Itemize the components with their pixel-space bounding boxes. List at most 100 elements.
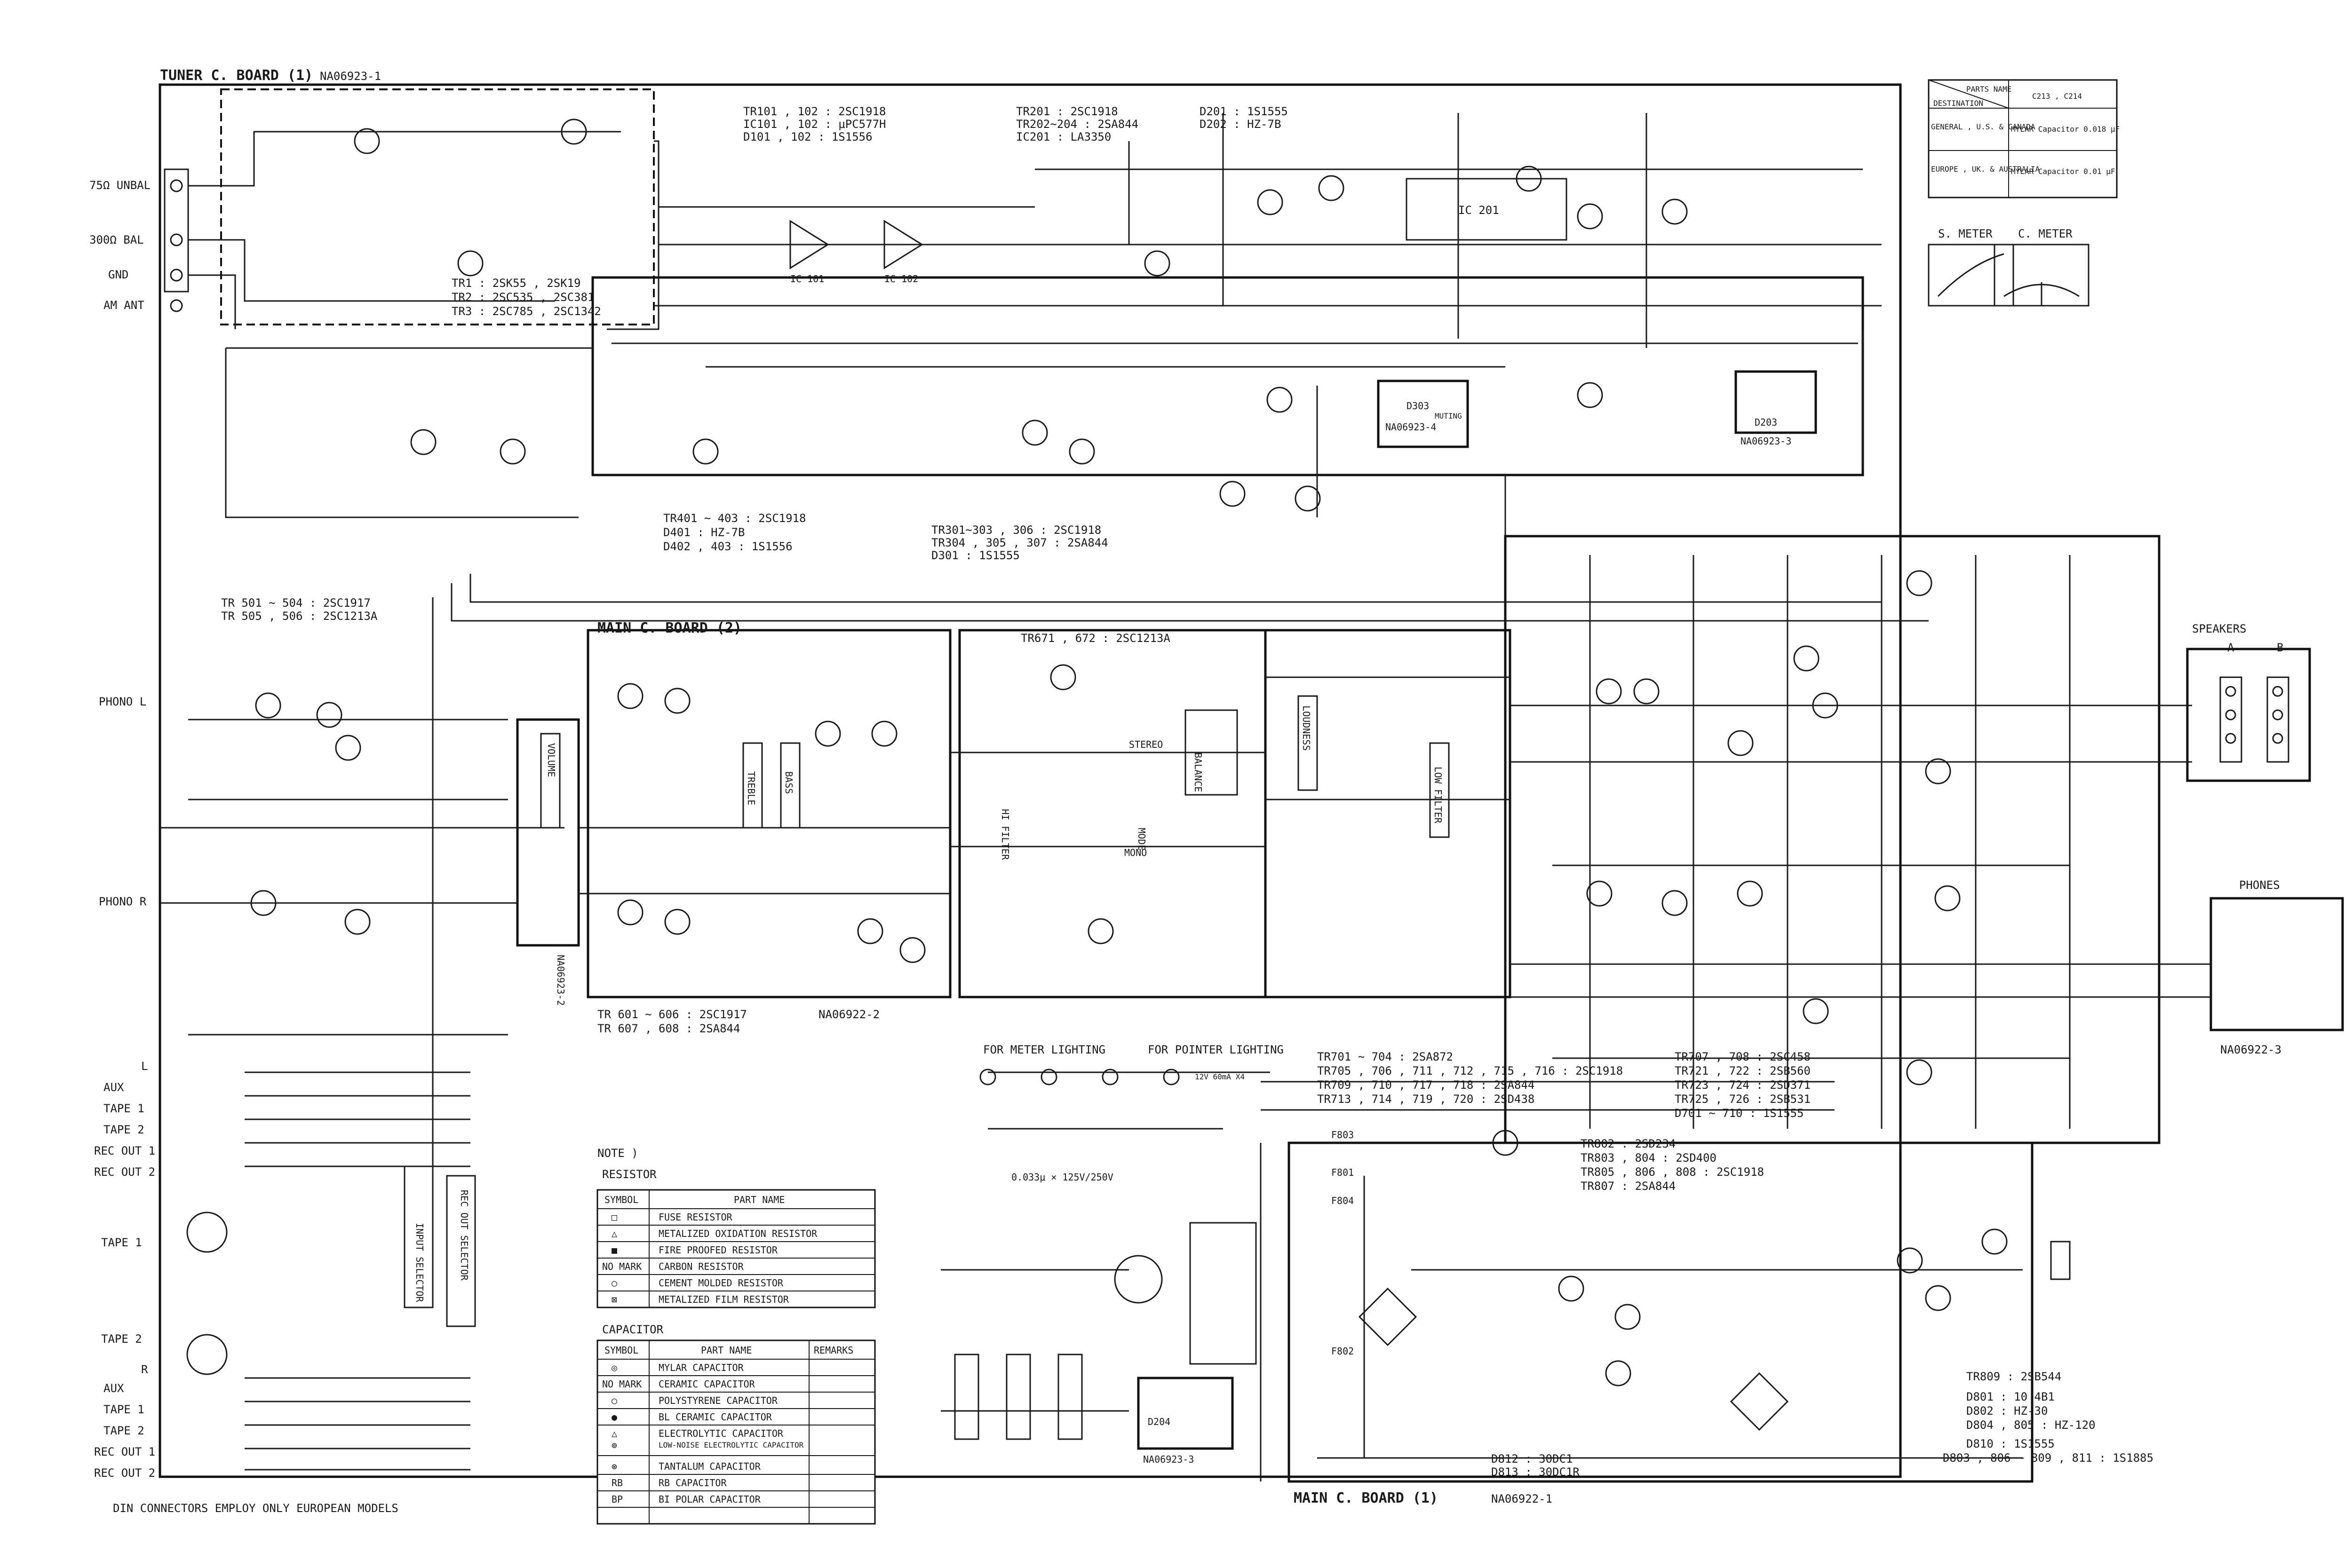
tr-note-am-1: TR401 ~ 403 : 2SC1918 bbox=[663, 512, 806, 525]
c-meter-label: C. METER bbox=[2018, 227, 2073, 240]
control-rec-out-selector: REC OUT SELECTOR bbox=[459, 1190, 470, 1281]
board-label-main-1: MAIN C. BOARD (1) bbox=[1294, 1490, 1438, 1506]
speakers-terminal-box bbox=[2186, 648, 2311, 782]
tr-note-supply-2: TR803 , 804 : 2SD400 bbox=[1581, 1151, 1716, 1164]
capacitor-sym-8: RB bbox=[612, 1477, 623, 1489]
meter-lighting-label: FOR METER LIGHTING bbox=[983, 1043, 1105, 1056]
speakers-b-label: B bbox=[2277, 641, 2283, 654]
tr-note-if-3: D101 , 102 : 1S1556 bbox=[743, 130, 873, 143]
resistor-sym-5: ○ bbox=[612, 1277, 617, 1289]
control-mode: MODE bbox=[1136, 828, 1147, 850]
parts-table-dest-1: GENERAL , U.S. & CANADA bbox=[1931, 122, 2035, 131]
input-phono-l: PHONO L bbox=[99, 695, 146, 708]
tr-note-mpx-d-2: D202 : HZ-7B bbox=[1200, 118, 1281, 131]
sub-board-3b-box bbox=[1137, 1377, 1234, 1450]
board-label-tuner-1: TUNER C. BOARD (1) bbox=[160, 67, 313, 84]
s-meter bbox=[1928, 244, 2014, 307]
tuner-frontend-box bbox=[220, 88, 655, 325]
resistor-name-3: FIRE PROOFED RESISTOR bbox=[659, 1244, 778, 1256]
board-code-main-1: NA06922-1 bbox=[1491, 1492, 1552, 1505]
board-code-sub-3a: NA06923-3 bbox=[1740, 436, 1791, 447]
din-note: DIN CONNECTORS EMPLOY ONLY EUROPEAN MODE… bbox=[113, 1502, 398, 1515]
capacitor-head-symbol: SYMBOL bbox=[604, 1345, 638, 1356]
resistor-table bbox=[596, 1189, 876, 1308]
tr-note-power-right-3: TR723 , 724 : 2SD371 bbox=[1675, 1078, 1811, 1092]
tr-note-meter-2: TR304 , 305 , 307 : 2SA844 bbox=[931, 536, 1108, 549]
din-r-rec-out-2: REC OUT 2 bbox=[94, 1466, 155, 1480]
input-75-unbal: 75Ω UNBAL bbox=[89, 179, 151, 192]
control-volume: VOLUME bbox=[546, 743, 557, 777]
tr-note-phono-2: TR 505 , 506 : 2SC1213A bbox=[221, 610, 378, 623]
pointer-lighting-label: FOR POINTER LIGHTING bbox=[1148, 1043, 1284, 1056]
note-capacitor-title: CAPACITOR bbox=[602, 1323, 664, 1336]
parts-table-value-2: MYLAR Capacitor 0.01 μF bbox=[2011, 167, 2115, 176]
note-resistor-title: RESISTOR bbox=[602, 1168, 657, 1181]
tr-note-supply-4: TR807 : 2SA844 bbox=[1581, 1180, 1676, 1193]
tr-note-tuner-3: TR3 : 2SC785 , 2SC1342 bbox=[452, 305, 601, 318]
din-channel-l: L bbox=[141, 1060, 148, 1073]
tr-note-power-right-2: TR721 , 722 : 2SB560 bbox=[1675, 1064, 1811, 1077]
parts-table-parts-value: C213 , C214 bbox=[2032, 92, 2082, 101]
phones-label: PHONES bbox=[2239, 879, 2280, 892]
resistor-name-2: METALIZED OXIDATION RESISTOR bbox=[659, 1228, 818, 1239]
din-tape-1: TAPE 1 bbox=[101, 1236, 142, 1249]
control-input-selector: INPUT SELECTOR bbox=[414, 1223, 425, 1303]
din-l-tape1: TAPE 1 bbox=[103, 1102, 144, 1115]
control-low-filter: LOW FILTER bbox=[1432, 767, 1444, 824]
capacitor-sym-1: ◎ bbox=[612, 1362, 617, 1373]
s-meter-label: S. METER bbox=[1938, 227, 1993, 240]
tr-note-power-left-2: TR705 , 706 , 711 , 712 , 715 , 716 : 2S… bbox=[1317, 1064, 1623, 1077]
tr-note-supply-d-4: D804 , 805 : HZ-120 bbox=[1966, 1418, 2096, 1432]
control-balance: BALANCE bbox=[1192, 752, 1204, 792]
capacitor-name-8: RB CAPACITOR bbox=[659, 1477, 727, 1489]
tr-note-am-3: D402 , 403 : 1S1556 bbox=[663, 540, 793, 553]
input-am-ant: AM ANT bbox=[103, 299, 144, 312]
fuse-f803: F803 bbox=[1331, 1129, 1354, 1140]
din-channel-r: R bbox=[141, 1363, 148, 1376]
board-label-main-2: MAIN C. BOARD (2) bbox=[597, 620, 742, 636]
tr-note-mpx-d-1: D201 : 1S1555 bbox=[1200, 105, 1288, 118]
tr-note-rect-1: D812 : 30DC1 bbox=[1491, 1452, 1573, 1465]
resistor-name-1: FUSE RESISTOR bbox=[659, 1212, 732, 1223]
control-mono: MONO bbox=[1124, 847, 1147, 858]
tr-note-power-right-1: TR707 , 708 : 2SC458 bbox=[1675, 1050, 1811, 1063]
ic101-label: IC 101 bbox=[790, 273, 824, 285]
capacitor-sym-7: ⊗ bbox=[612, 1461, 617, 1472]
tone-board-box bbox=[587, 629, 952, 998]
fuse-f801: F801 bbox=[1331, 1167, 1354, 1178]
fuse-f804: F804 bbox=[1331, 1195, 1354, 1206]
sub-board-3a-box bbox=[1734, 370, 1817, 434]
tr-note-phono-1: TR 501 ~ 504 : 2SC1917 bbox=[221, 596, 371, 610]
parts-destination-table bbox=[1928, 79, 2118, 198]
tr-note-filter: TR671 , 672 : 2SC1213A bbox=[1021, 632, 1170, 645]
din-l-rec-out-2: REC OUT 2 bbox=[94, 1165, 155, 1179]
tr-note-if-2: IC101 , 102 : μPC577H bbox=[743, 118, 886, 131]
antenna-terminals bbox=[164, 168, 189, 312]
resistor-sym-4: NO MARK bbox=[602, 1261, 642, 1272]
capacitor-name-6: LOW-NOISE ELECTROLYTIC CAPACITOR bbox=[659, 1441, 804, 1449]
control-symbols bbox=[404, 695, 1450, 1327]
ic201-label: IC 201 bbox=[1458, 204, 1499, 217]
control-stereo: STEREO bbox=[1129, 739, 1163, 750]
diode-d303: D303 bbox=[1406, 400, 1429, 412]
capacitor-sym-5: △ bbox=[612, 1428, 617, 1439]
resistor-name-4: CARBON RESISTOR bbox=[659, 1261, 744, 1272]
tr-note-am-2: D401 : HZ-7B bbox=[663, 526, 745, 539]
capacitor-head-part: PART NAME bbox=[701, 1345, 752, 1356]
capacitor-name-5: ELECTROLYTIC CAPACITOR bbox=[659, 1428, 784, 1439]
tr-note-supply-1: TR802 : 2SD234 bbox=[1581, 1137, 1676, 1150]
board-code-phones: NA06922-3 bbox=[2220, 1043, 2281, 1056]
ic102-label: IC 102 bbox=[884, 273, 918, 285]
note-title: NOTE ) bbox=[597, 1147, 638, 1160]
tuner-board-lower bbox=[591, 276, 1864, 476]
resistor-sym-6: ⊠ bbox=[612, 1294, 617, 1305]
tr-note-mpx-1: TR201 : 2SC1918 bbox=[1016, 105, 1118, 118]
speaker-terminals bbox=[2219, 676, 2289, 763]
control-muting: MUTING bbox=[1435, 412, 1462, 420]
control-hi-filter: HI FILTER bbox=[1000, 809, 1011, 860]
diode-d204: D204 bbox=[1148, 1416, 1170, 1427]
power-section-symbols bbox=[954, 1222, 2071, 1440]
sub-board-4-box bbox=[1377, 380, 1469, 448]
tr-note-rect-2: D813 : 30DC1R bbox=[1491, 1465, 1580, 1479]
